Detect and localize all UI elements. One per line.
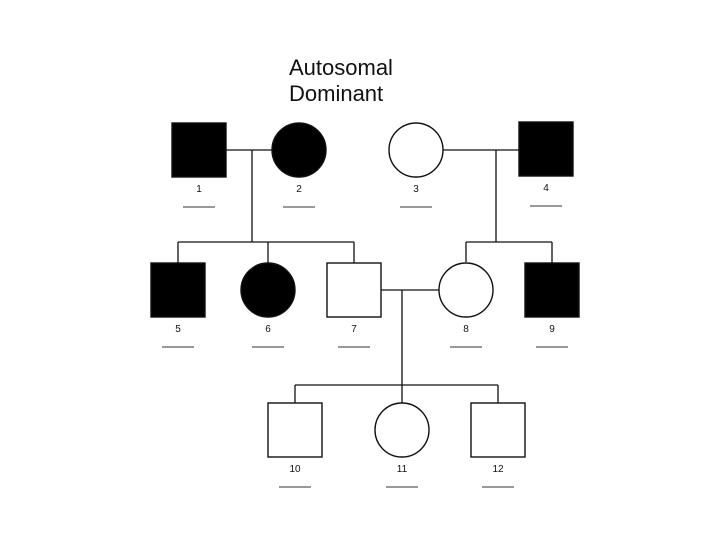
affected-female-circle-6 bbox=[240, 262, 296, 318]
title-line-1: Autosomal bbox=[289, 55, 393, 80]
individual-label-3: 3 bbox=[413, 184, 419, 195]
individual-label-8: 8 bbox=[463, 324, 469, 335]
unaffected-female-circle-11 bbox=[374, 402, 430, 458]
individual-4: 4 bbox=[518, 121, 574, 207]
affected-male-square-9 bbox=[524, 262, 580, 318]
relationship-lines bbox=[177, 149, 553, 403]
individual-label-5: 5 bbox=[175, 324, 181, 335]
individual-11: 11 bbox=[374, 402, 430, 488]
individual-label-7: 7 bbox=[351, 324, 357, 335]
individual-label-10: 10 bbox=[289, 464, 301, 475]
individual-label-12: 12 bbox=[492, 464, 504, 475]
individual-2: 2 bbox=[271, 122, 327, 208]
individual-label-2: 2 bbox=[296, 184, 302, 195]
unaffected-male-square-10 bbox=[267, 402, 323, 458]
individual-label-9: 9 bbox=[549, 324, 555, 335]
title-line-2: Dominant bbox=[289, 81, 383, 106]
affected-female-circle-2 bbox=[271, 122, 327, 178]
individual-6: 6 bbox=[240, 262, 296, 348]
individual-12: 12 bbox=[470, 402, 526, 488]
individual-5: 5 bbox=[150, 262, 206, 348]
individual-1: 1 bbox=[171, 122, 227, 208]
affected-male-square-1 bbox=[171, 122, 227, 178]
individual-label-1: 1 bbox=[196, 184, 202, 195]
unaffected-male-square-7 bbox=[326, 262, 382, 318]
affected-male-square-4 bbox=[518, 121, 574, 177]
individual-3: 3 bbox=[388, 122, 444, 208]
unaffected-female-circle-8 bbox=[438, 262, 494, 318]
individual-label-4: 4 bbox=[543, 183, 549, 194]
unaffected-female-circle-3 bbox=[388, 122, 444, 178]
individual-9: 9 bbox=[524, 262, 580, 348]
affected-male-square-5 bbox=[150, 262, 206, 318]
individual-8: 8 bbox=[438, 262, 494, 348]
individual-7: 7 bbox=[326, 262, 382, 348]
unaffected-male-square-12 bbox=[470, 402, 526, 458]
individual-label-6: 6 bbox=[265, 324, 271, 335]
individual-10: 10 bbox=[267, 402, 323, 488]
individual-label-11: 11 bbox=[397, 464, 408, 475]
